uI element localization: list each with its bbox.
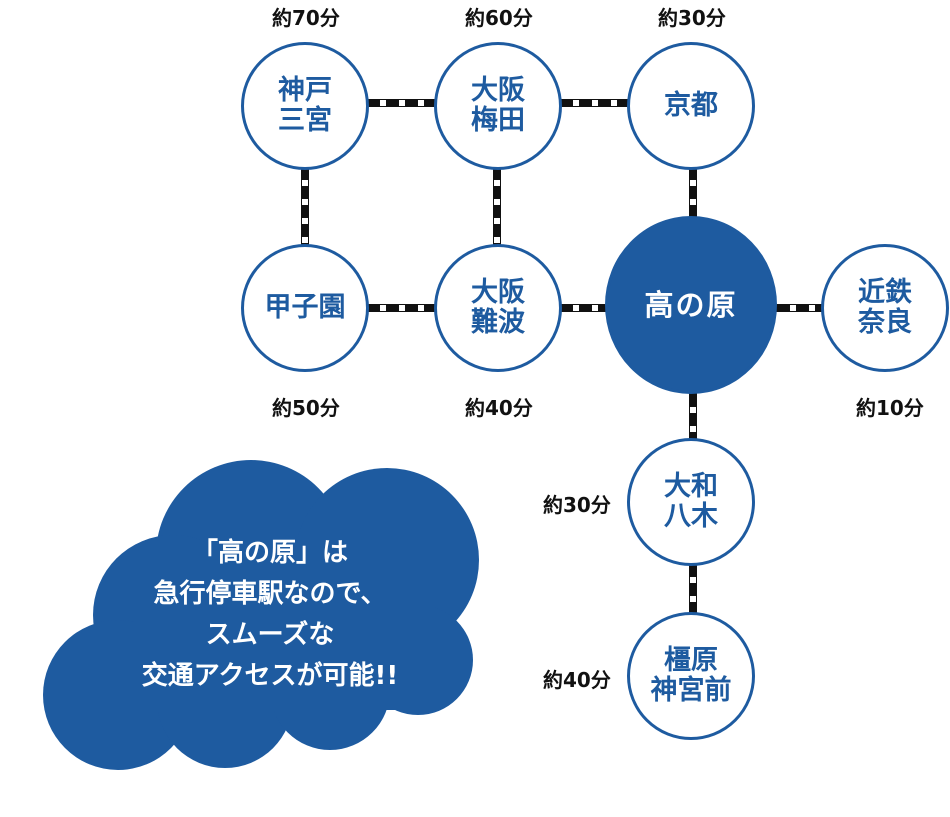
callout-line: 交通アクセスが可能!!: [141, 661, 399, 691]
station-kintetsu-nara: 近鉄 奈良: [821, 244, 949, 372]
station-label: 大阪 難波: [471, 276, 525, 338]
callout-line: スムーズな: [205, 620, 335, 650]
callout-line: 急行停車駅なので、: [153, 579, 387, 609]
callout-line: 「高の原」は: [191, 538, 348, 568]
station-label: 神戸 三宮: [278, 74, 332, 136]
station-label: 大和 八木: [664, 470, 718, 532]
station-label: 京都: [664, 89, 718, 121]
station-osaka-namba: 大阪 難波: [434, 244, 562, 372]
station-label: 高の原: [644, 287, 738, 322]
station-kyoto: 京都: [627, 42, 755, 170]
station-osaka-umeda: 大阪 梅田: [434, 42, 562, 170]
station-yamato-yagi: 大和 八木: [627, 438, 755, 566]
station-label: 近鉄 奈良: [858, 276, 912, 338]
station-kashihara-jingumae: 橿原 神宮前: [627, 612, 755, 740]
station-kobe-sannomiya: 神戸 三宮: [241, 42, 369, 170]
station-label: 橿原 神宮前: [650, 644, 732, 706]
station-koshien: 甲子園: [241, 244, 369, 372]
time-koshien: 約50分: [272, 396, 340, 420]
time-kyoto: 約30分: [658, 6, 726, 30]
time-umeda: 約60分: [465, 6, 533, 30]
time-yagi: 約30分: [543, 493, 611, 517]
station-takanohara: 高の原: [605, 216, 777, 394]
station-label: 大阪 梅田: [471, 74, 525, 136]
time-namba: 約40分: [465, 396, 533, 420]
time-kobe: 約70分: [272, 6, 340, 30]
time-kashihara: 約40分: [543, 668, 611, 692]
callout-text: 「高の原」は 急行停車駅なので、 スムーズな 交通アクセスが可能!!: [70, 533, 470, 697]
station-label: 甲子園: [264, 291, 346, 323]
time-nara: 約10分: [856, 396, 924, 420]
